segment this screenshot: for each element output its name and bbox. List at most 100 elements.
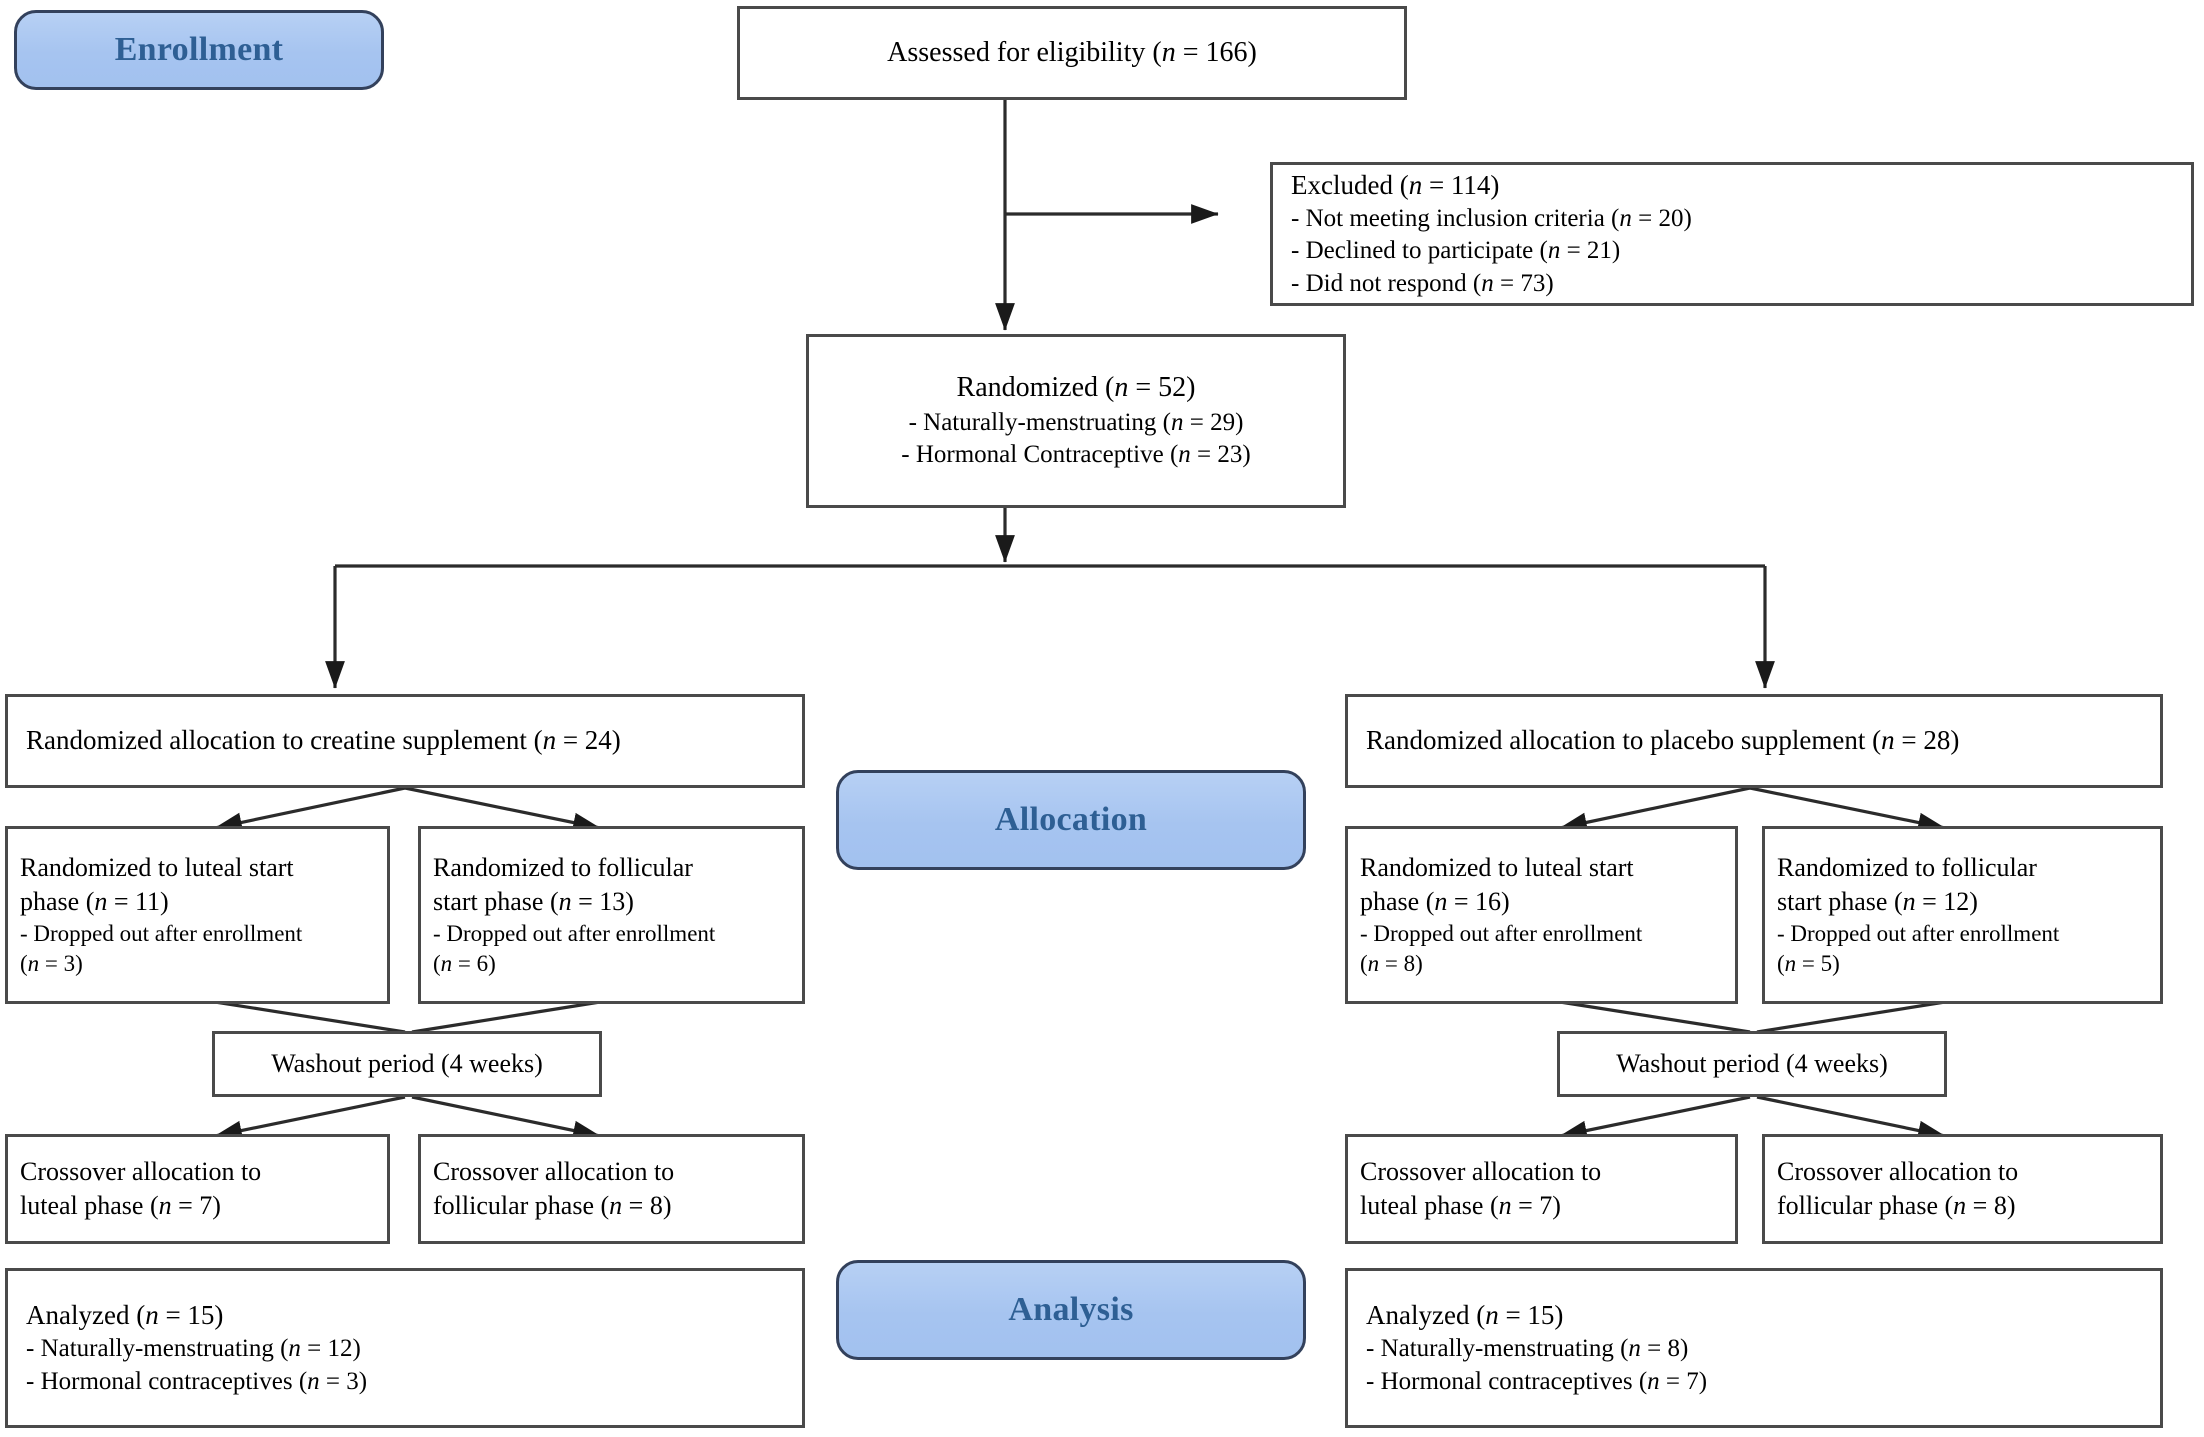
start-phase-title: Randomized to luteal start xyxy=(20,853,294,883)
node-allocation-creatine: Randomized allocation to creatine supple… xyxy=(5,694,805,788)
node-excluded: Excluded (n = 114) - Not meeting inclusi… xyxy=(1270,162,2194,306)
edge-placebo-follicular-start-to-washout xyxy=(1756,1000,1946,1034)
analyzed-heading: Analyzed (n = 15) xyxy=(1366,1299,1564,1330)
edge-placebo-luteal-start-to-washout xyxy=(1559,1000,1751,1034)
node-assessed-for-eligibility: Assessed for eligibility (n = 166) xyxy=(737,6,1407,100)
stage-badge-enrollment-label: Enrollment xyxy=(114,31,284,68)
node-creatine-crossover-follicular: Crossover allocation to follicular phase… xyxy=(418,1134,805,1244)
stage-badge-analysis: Analysis xyxy=(836,1260,1306,1360)
node-analyzed-creatine: Analyzed (n = 15) - Naturally-menstruati… xyxy=(5,1268,805,1428)
n-symbol: n xyxy=(1547,237,1561,265)
n-symbol: n xyxy=(542,725,557,756)
n-symbol: n xyxy=(609,1191,623,1220)
edge-follicular-start-to-washout xyxy=(411,1000,601,1034)
node-allocation-placebo: Randomized allocation to placebo supplem… xyxy=(1345,694,2163,788)
n-symbol: n xyxy=(440,950,453,976)
start-phase-dropout: - Dropped out after enrollment xyxy=(20,920,303,946)
edge-washout-to-cross-follicular xyxy=(411,1095,601,1141)
start-phase-dropout: (n = 8) xyxy=(1360,950,1423,976)
node-creatine-follicular-start: Randomized to follicular start phase (n … xyxy=(418,826,805,1004)
edge-luteal-start-to-washout xyxy=(214,1000,406,1034)
start-phase-title: start phase (n = 13) xyxy=(433,887,634,917)
n-symbol: n xyxy=(94,887,108,917)
n-symbol: n xyxy=(1619,204,1632,232)
start-phase-dropout: - Dropped out after enrollment xyxy=(433,920,716,946)
n-symbol: n xyxy=(1784,950,1797,976)
excluded-reason: - Declined to participate (n = 21) xyxy=(1291,237,1621,265)
start-phase-dropout: - Dropped out after enrollment xyxy=(1777,920,2060,946)
excluded-heading: Excluded (n = 114) xyxy=(1291,169,1500,200)
crossover-label: follicular phase (n = 8) xyxy=(1777,1191,2016,1220)
crossover-label: Crossover allocation to xyxy=(1360,1157,1602,1187)
stage-badge-allocation: Allocation xyxy=(836,770,1306,870)
n-symbol: n xyxy=(1881,725,1895,756)
start-phase-dropout: (n = 3) xyxy=(20,950,83,976)
randomized-heading: Randomized (n = 52) xyxy=(956,372,1196,404)
node-randomized: Randomized (n = 52) - Naturally-menstrua… xyxy=(806,334,1346,508)
n-symbol: n xyxy=(1498,1191,1512,1220)
n-symbol: n xyxy=(307,1367,320,1395)
washout-label: Washout period (4 weeks) xyxy=(271,1049,543,1079)
start-phase-title: start phase (n = 12) xyxy=(1777,887,1978,917)
n-symbol: n xyxy=(1367,950,1380,976)
crossover-label: Crossover allocation to xyxy=(20,1157,262,1187)
n-symbol: n xyxy=(27,950,40,976)
n-symbol: n xyxy=(1953,1191,1967,1220)
edge-placebo-to-follicular-start xyxy=(1749,786,1946,833)
node-placebo-follicular-start: Randomized to follicular start phase (n … xyxy=(1762,826,2163,1004)
randomized-item: - Hormonal Contraceptive (n = 23) xyxy=(901,441,1251,469)
edge-placebo-to-luteal-start xyxy=(1559,786,1751,833)
n-symbol: n xyxy=(1647,1367,1660,1395)
assessed-line: Assessed for eligibility (n = 166) xyxy=(887,36,1257,68)
n-symbol: n xyxy=(1170,408,1184,436)
node-analyzed-placebo: Analyzed (n = 15) - Naturally-menstruati… xyxy=(1345,1268,2163,1428)
edge-placebo-washout-to-cross-follicular xyxy=(1756,1095,1946,1141)
node-placebo-luteal-start: Randomized to luteal start phase (n = 16… xyxy=(1345,826,1738,1004)
n-symbol: n xyxy=(1178,441,1191,469)
start-phase-dropout: - Dropped out after enrollment xyxy=(1360,920,1643,946)
stage-badge-analysis-label: Analysis xyxy=(1008,1291,1134,1328)
excluded-reason: - Not meeting inclusion criteria (n = 20… xyxy=(1291,204,1692,232)
edge-placebo-washout-to-cross-luteal xyxy=(1559,1095,1751,1141)
allocation-placebo-label: Randomized allocation to placebo supplem… xyxy=(1366,725,1960,756)
edge-creatine-to-luteal-start xyxy=(214,786,406,833)
analyzed-item: - Hormonal contraceptives (n = 3) xyxy=(26,1367,368,1395)
n-symbol: n xyxy=(1485,1299,1499,1330)
n-symbol: n xyxy=(1408,169,1423,200)
crossover-label: Crossover allocation to xyxy=(433,1157,675,1187)
analyzed-item: - Hormonal contraceptives (n = 7) xyxy=(1366,1367,1708,1395)
crossover-label: luteal phase (n = 7) xyxy=(20,1191,221,1220)
analyzed-item: - Naturally-menstruating (n = 8) xyxy=(1366,1335,1689,1363)
n-symbol: n xyxy=(1114,372,1129,404)
n-symbol: n xyxy=(145,1299,159,1330)
start-phase-title: phase (n = 16) xyxy=(1360,887,1510,917)
start-phase-title: phase (n = 11) xyxy=(20,887,169,917)
stage-badge-enrollment: Enrollment xyxy=(14,10,384,90)
allocation-creatine-label: Randomized allocation to creatine supple… xyxy=(26,725,621,756)
edge-washout-to-cross-luteal xyxy=(214,1095,406,1141)
randomized-item: - Naturally-menstruating (n = 29) xyxy=(908,408,1244,436)
edge-creatine-to-follicular-start xyxy=(404,786,601,833)
node-creatine-luteal-start: Randomized to luteal start phase (n = 11… xyxy=(5,826,390,1004)
start-phase-dropout: (n = 5) xyxy=(1777,950,1840,976)
stage-badge-allocation-label: Allocation xyxy=(994,801,1148,838)
n-symbol: n xyxy=(1161,36,1176,68)
analyzed-heading: Analyzed (n = 15) xyxy=(26,1299,224,1330)
crossover-label: Crossover allocation to xyxy=(1777,1157,2019,1187)
excluded-reason: - Did not respond (n = 73) xyxy=(1291,269,1554,297)
crossover-label: follicular phase (n = 8) xyxy=(433,1191,672,1220)
start-phase-dropout: (n = 6) xyxy=(433,950,496,976)
node-creatine-washout: Washout period (4 weeks) xyxy=(212,1031,602,1097)
start-phase-title: Randomized to luteal start xyxy=(1360,853,1634,883)
crossover-label: luteal phase (n = 7) xyxy=(1360,1191,1561,1220)
node-placebo-crossover-luteal: Crossover allocation to luteal phase (n … xyxy=(1345,1134,1738,1244)
start-phase-title: Randomized to follicular xyxy=(1777,853,2037,883)
start-phase-title: Randomized to follicular xyxy=(433,853,693,883)
n-symbol: n xyxy=(1902,887,1916,917)
n-symbol: n xyxy=(1434,887,1448,917)
analyzed-item: - Naturally-menstruating (n = 12) xyxy=(26,1335,361,1363)
n-symbol: n xyxy=(558,887,572,917)
n-symbol: n xyxy=(1628,1335,1641,1363)
n-symbol: n xyxy=(158,1191,172,1220)
